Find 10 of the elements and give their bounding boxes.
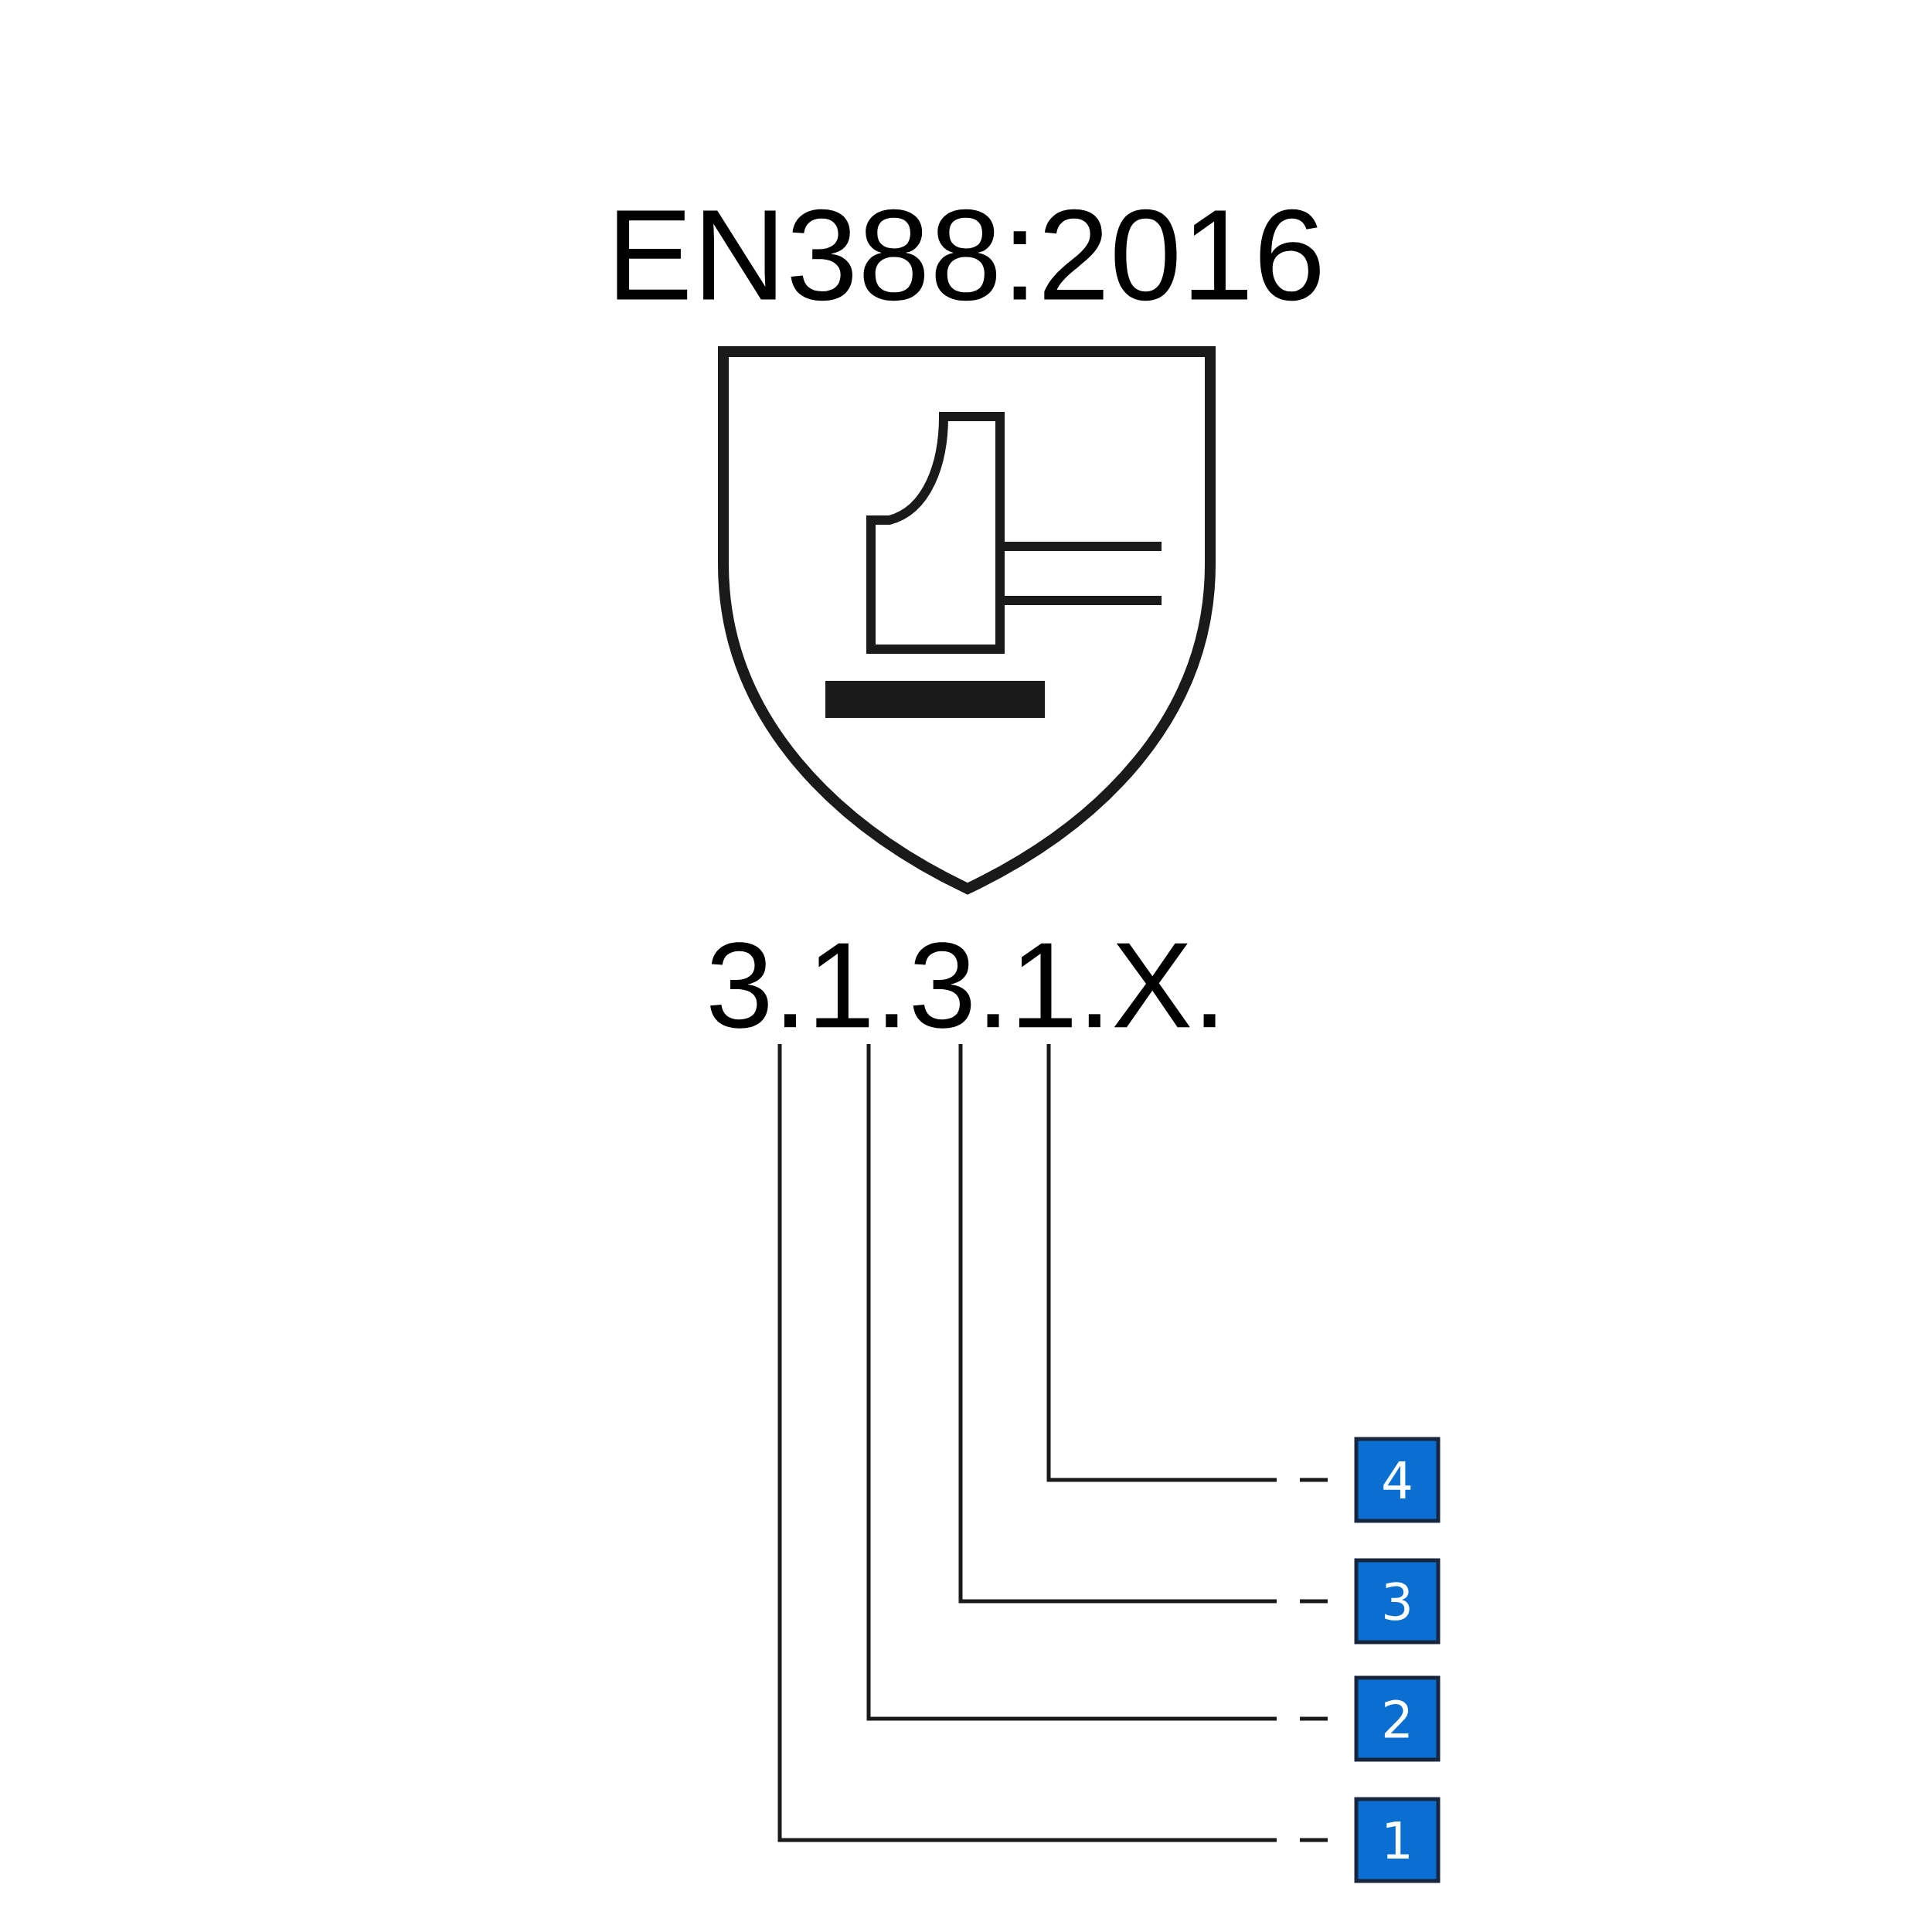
title: EN388:2016: [617, 209, 1320, 301]
number-box: 4: [1354, 1437, 1440, 1523]
number-box: 3: [1354, 1558, 1440, 1645]
number-box: 2: [1354, 1675, 1440, 1762]
leader-line: [1046, 1043, 1277, 1482]
leader-line: [777, 1043, 1277, 1842]
leader-line: [866, 1043, 1277, 1721]
leader-line: [958, 1043, 1277, 1604]
code-text: 3.1.3.1.X.: [710, 942, 1216, 1029]
number-box: 1: [1354, 1797, 1440, 1883]
